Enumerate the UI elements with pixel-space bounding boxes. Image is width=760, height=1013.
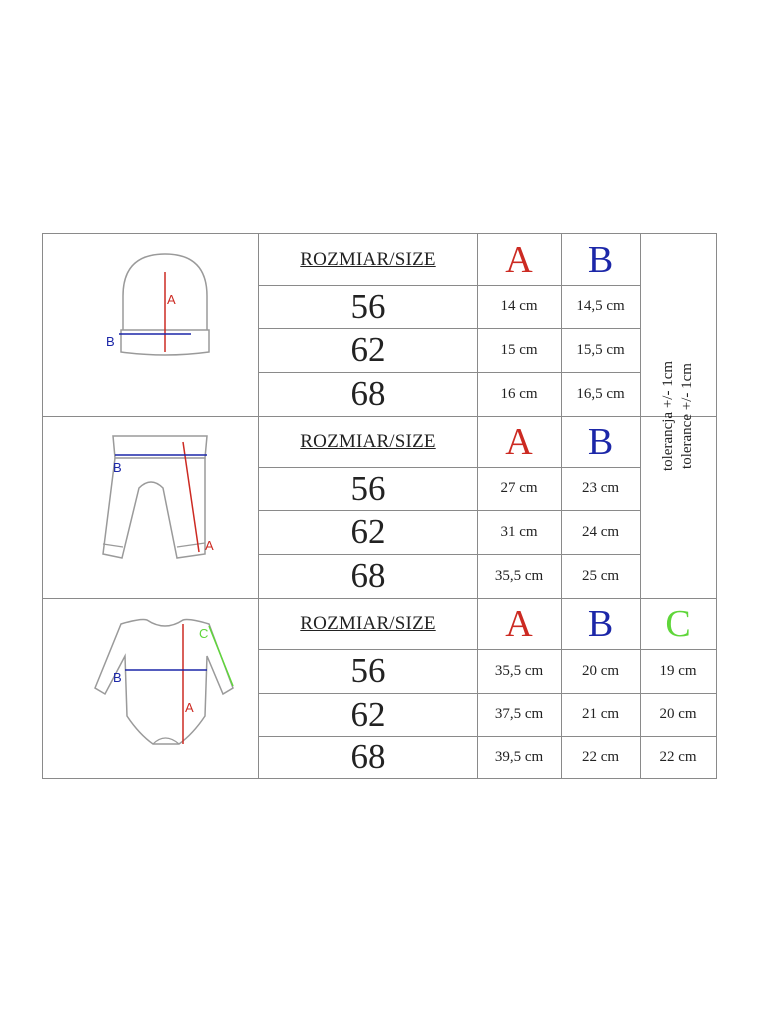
column-header-c: C [665,602,691,645]
column-header-a: A [505,420,533,463]
table-header-size: ROZMIAR/SIZE [300,430,436,452]
measure-a: 27 cm [500,480,538,496]
bodysuit-diagram: A B C [43,598,259,778]
pants-label-a: A [205,538,214,553]
pants-label-b: B [113,460,122,475]
measure-b: 25 cm [581,567,620,584]
measure-a: 37,5 cm [494,706,544,722]
size-value: 56 [350,286,386,326]
bodysuit-label-c: C [199,626,208,641]
measure-b: 14,5 cm [576,298,625,314]
size-value: 62 [350,330,386,369]
column-header-b: B [587,238,614,281]
size-value: 68 [350,737,386,776]
measure-b: 15,5 cm [576,341,625,358]
pants-diagram: A B [43,416,259,598]
measure-a: 31 cm [500,523,538,540]
measure-a: 35,5 cm [494,662,544,679]
size-value: 68 [350,556,386,595]
measure-c: 22 cm [659,748,697,765]
tolerance-en: tolerance +/- 1cm [679,363,696,469]
measure-a: 16 cm [500,385,538,402]
column-header-a: A [505,238,533,281]
measure-a: 39,5 cm [494,748,544,765]
measure-b: 24 cm [581,523,620,540]
hat-label-b: B [106,334,115,349]
measure-b: 23 cm [581,480,620,496]
measure-b: 21 cm [581,706,620,722]
column-header-a: A [505,602,533,645]
bodysuit-label-a: A [185,700,194,715]
bodysuit-icon: A B C [94,618,234,745]
hat-icon: A B [106,253,210,356]
size-value: 56 [350,651,386,690]
measure-b: 20 cm [581,662,620,679]
hat-diagram: A B [43,234,259,416]
pants-icon: A B [102,435,214,559]
table-header-size: ROZMIAR/SIZE [300,612,436,634]
measure-c: 20 cm [659,706,697,722]
tolerance-note: tolerancja +/- 1cm tolerance +/- 1cm [640,234,717,598]
size-value: 62 [350,694,386,734]
tolerance-pl: tolerancja +/- 1cm [660,360,677,472]
measure-b: 16,5 cm [576,385,625,402]
bodysuit-label-b: B [113,670,122,685]
measure-a: 35,5 cm [494,567,544,584]
table-header-size: ROZMIAR/SIZE [300,248,436,270]
measure-c: 19 cm [659,662,697,679]
size-chart: A B A B A B C [42,233,717,779]
measure-b: 22 cm [581,748,620,765]
size-value: 56 [350,468,386,508]
measure-a: 15 cm [500,341,538,358]
size-value: 68 [350,374,386,413]
column-header-b: B [587,420,614,463]
hat-label-a: A [167,292,176,307]
column-header-b: B [587,602,614,645]
measure-a: 14 cm [500,298,538,314]
size-value: 62 [350,512,386,551]
